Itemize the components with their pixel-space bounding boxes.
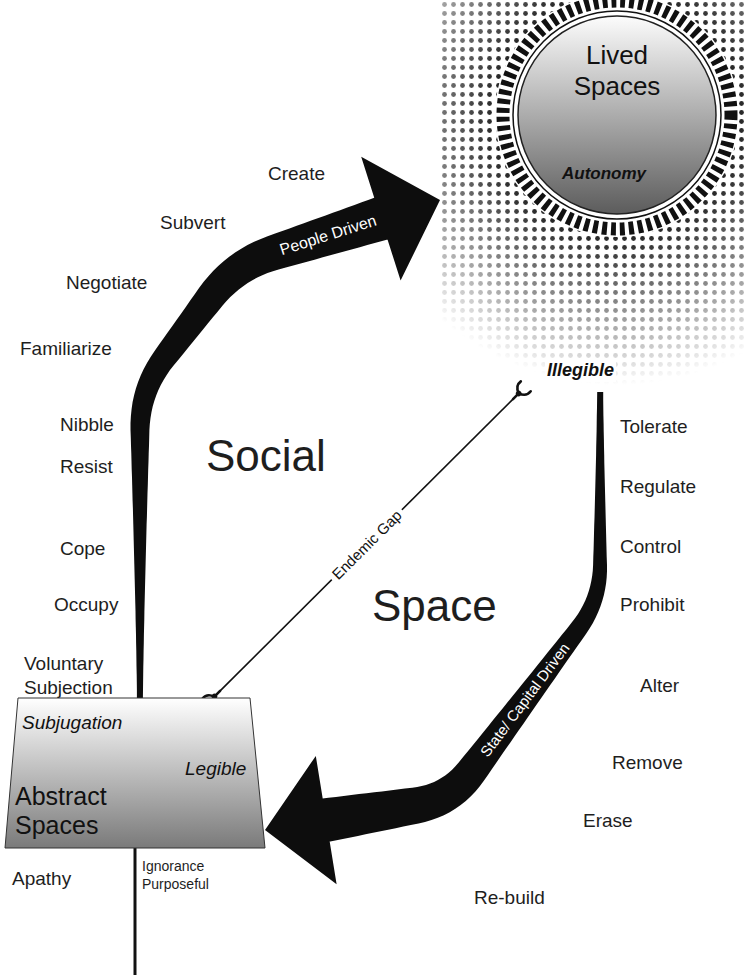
action-label: Familiarize <box>20 337 112 361</box>
action-label: Nibble <box>60 413 114 437</box>
circle-note: Illegible <box>545 360 616 382</box>
action-label: Occupy <box>54 593 118 617</box>
trapezoid-note: Legible <box>185 758 246 781</box>
action-label: Resist <box>60 455 113 479</box>
action-label: Control <box>620 535 681 559</box>
action-label: Voluntary Subjection <box>24 652 124 700</box>
abstract-space-trapezoid: SubjugationLegibleAbstract Spaces <box>5 698 265 848</box>
action-label: Regulate <box>620 475 696 499</box>
circle-subtitle: Autonomy <box>562 164 646 184</box>
trapezoid-note: Subjugation <box>22 712 122 735</box>
action-label: Cope <box>60 537 105 561</box>
action-label: Ignorance Purposeful <box>142 858 222 893</box>
lived-space-circle: Lived SpacesAutonomyIllegible <box>440 0 748 392</box>
region-label: Space <box>372 578 497 633</box>
trapezoid-title: Abstract Spaces <box>15 782 155 840</box>
action-label: Apathy <box>12 867 71 891</box>
action-label: Erase <box>583 809 633 833</box>
region-label: Social <box>206 428 326 483</box>
circle-title: Lived Spaces <box>557 40 677 102</box>
action-label: Re-build <box>474 886 545 910</box>
action-label: Create <box>268 162 325 186</box>
stem-line <box>134 848 137 975</box>
action-label: Remove <box>612 751 683 775</box>
action-label: Subvert <box>160 211 225 235</box>
action-label: Negotiate <box>66 271 147 295</box>
action-label: Tolerate <box>620 415 688 439</box>
edge-label: People Driven <box>277 211 379 260</box>
action-label: Prohibit <box>620 593 684 617</box>
edge-label: Endemic Gap <box>325 504 408 587</box>
edge-label: State/ Capital Driven <box>477 640 574 761</box>
action-label: Alter <box>640 674 679 698</box>
